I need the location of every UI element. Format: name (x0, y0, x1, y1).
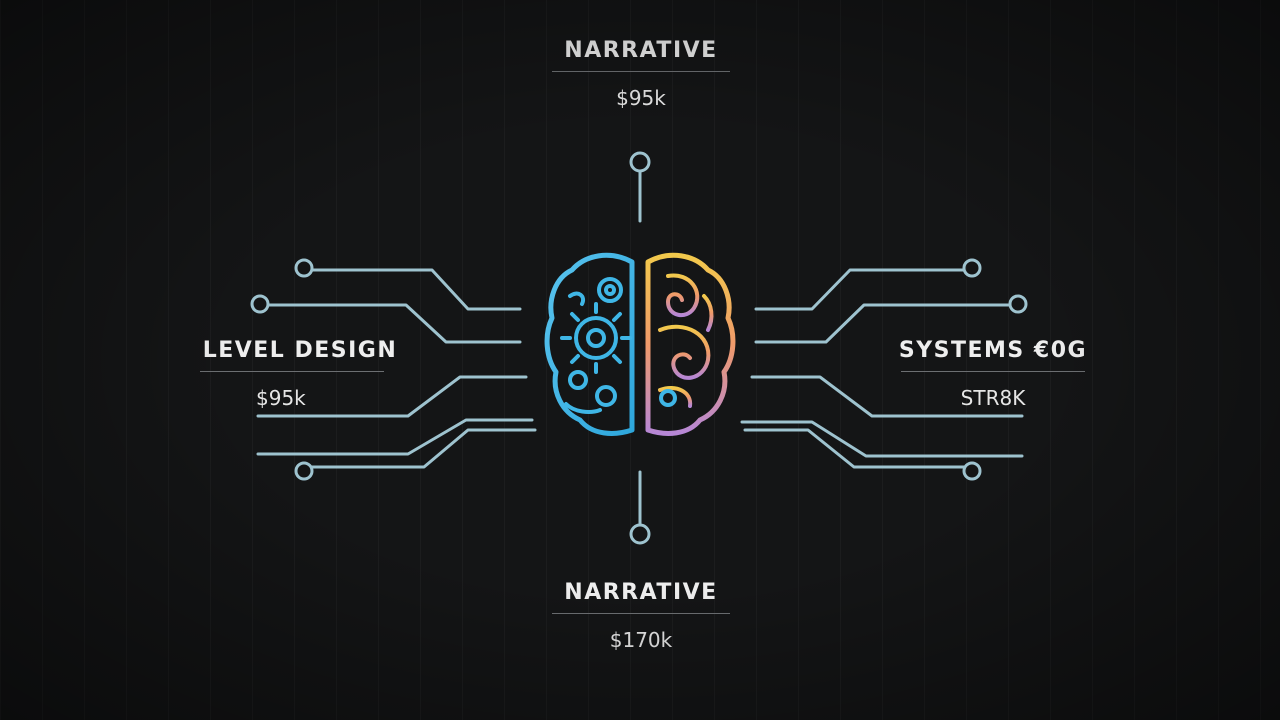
top-connector-node-icon (629, 151, 651, 173)
left-trace (256, 375, 528, 418)
bottom-connector-node-icon (629, 523, 651, 545)
node-left: LEVEL DESIGN $95k (200, 338, 400, 410)
node-left-divider (200, 371, 384, 372)
right-trace (743, 428, 966, 469)
node-right-value: STR8K (960, 386, 1026, 410)
node-top-value: $95k (616, 86, 666, 110)
left-trace (310, 268, 522, 311)
right-trace (754, 303, 1012, 344)
node-top: NARRATIVE $95k (552, 38, 730, 110)
right-circuit-traces (740, 258, 1028, 481)
brain-gears-icon (544, 252, 736, 436)
right-trace (750, 375, 1024, 418)
top-connector (629, 151, 651, 223)
left-trace (310, 428, 537, 469)
left-trace-node-icon (294, 461, 314, 481)
node-right-divider (901, 371, 1085, 372)
left-trace (266, 303, 522, 344)
node-right-title: SYSTEMS €0G (898, 338, 1088, 363)
left-circuit-traces (250, 258, 537, 481)
node-right: SYSTEMS €0G STR8K (898, 338, 1088, 410)
left-trace-node-icon (294, 258, 314, 278)
right-trace-node-icon (962, 258, 982, 278)
right-trace (740, 420, 1024, 458)
node-bottom-value: $170k (609, 628, 673, 652)
node-bottom-title: NARRATIVE (564, 580, 718, 605)
right-trace (754, 268, 966, 311)
right-trace-node-icon (962, 461, 982, 481)
bottom-connector (629, 470, 651, 545)
left-trace-node-icon (250, 294, 270, 314)
node-left-value: $95k (256, 386, 306, 410)
node-bottom-divider (552, 613, 730, 614)
left-trace (256, 418, 534, 456)
node-bottom: NARRATIVE $170k (552, 580, 730, 652)
node-left-title: LEVEL DESIGN (202, 338, 398, 363)
node-top-title: NARRATIVE (564, 38, 718, 63)
right-trace-node-icon (1008, 294, 1028, 314)
node-top-divider (552, 71, 730, 72)
